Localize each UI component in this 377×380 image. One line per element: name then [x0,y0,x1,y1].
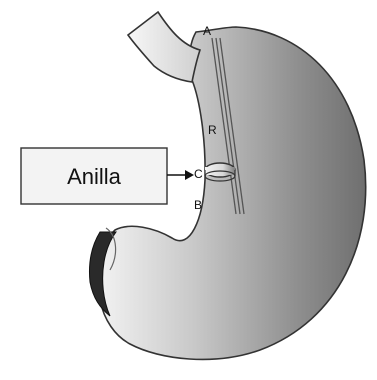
label-r: R [208,123,217,137]
callout-arrow [167,170,194,180]
esophagus [128,12,200,82]
label-c: C [194,167,203,181]
callout-text: Anilla [67,164,122,189]
label-b: B [194,198,202,212]
label-a: A [203,24,211,38]
